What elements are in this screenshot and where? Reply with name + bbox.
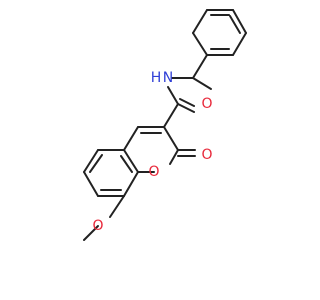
bond-phenyl-3: [232, 9, 247, 34]
bond-ch-phenyl: [192, 54, 208, 79]
bond-o-methyl: [83, 225, 99, 241]
bond-phenyl-6: [192, 32, 208, 56]
bond-c5-c6: [83, 149, 99, 173]
amide-hydrogen-label: H: [151, 70, 162, 86]
bond-c3-amide-c: [163, 103, 179, 128]
methoxy-oxygen-label: O: [92, 218, 103, 234]
bond-phenyl-5: [192, 9, 208, 34]
bond-inner-c5-c6: [89, 154, 103, 173]
amide-carbonyl-oxygen-label: O: [201, 96, 212, 112]
bond-phenyl-inner-3: [229, 15, 241, 34]
bond-inner-c8a-c4a: [120, 155, 133, 173]
bond-c8a-c4a: [123, 149, 139, 173]
bond-amide-c-n: [167, 86, 179, 105]
bond-ch-methyl: [192, 77, 212, 90]
bond-c8-o-methoxy: [109, 195, 125, 218]
bond-c4a-c4: [123, 126, 139, 151]
lactone-carbonyl-oxygen-label: O: [201, 147, 212, 163]
atom-labels: O O O O N H: [92, 70, 212, 234]
amide-nitrogen-label: N: [163, 70, 173, 86]
bond-c6-c7: [83, 171, 99, 197]
bond-lines: [83, 9, 247, 241]
bond-phenyl-2: [232, 32, 247, 56]
bond-amide-c-o-1: [177, 103, 195, 113]
ring-oxygen-label: O: [148, 164, 159, 180]
bond-c8-c8a: [123, 171, 139, 197]
molecule-structure: O O O O N H: [83, 9, 247, 241]
bond-amide-c-o-2: [179, 98, 195, 107]
bond-c3-c2: [163, 126, 179, 151]
structure-canvas: O O O O N H: [83, 9, 247, 241]
bond-c2-o1: [169, 149, 179, 165]
